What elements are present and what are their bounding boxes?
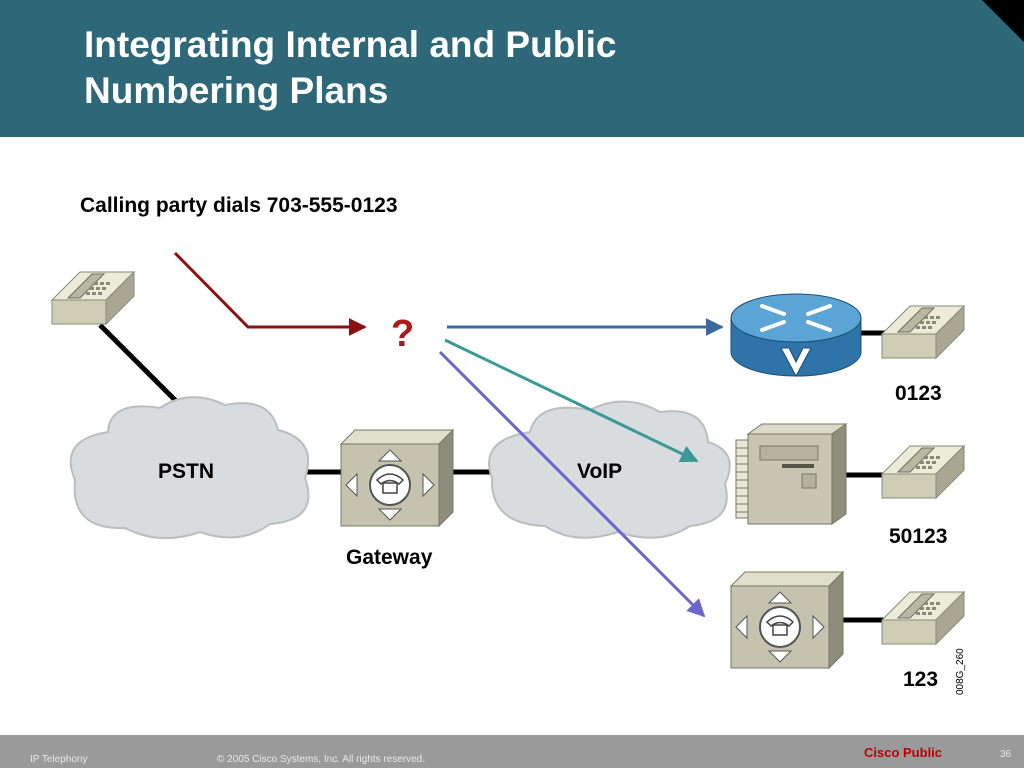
router-phone-icon xyxy=(881,305,965,359)
slide-header: Integrating Internal and Public Numberin… xyxy=(0,0,1024,137)
gateway2-phone-icon xyxy=(881,591,965,645)
slide-title: Integrating Internal and Public Numberin… xyxy=(84,22,616,114)
voip-cloud xyxy=(488,400,731,539)
slide-footer: IP Telephony © 2005 Cisco Systems, Inc. … xyxy=(0,735,1024,768)
voip-label: VoIP xyxy=(577,460,622,483)
title-line-2: Numbering Plans xyxy=(84,70,389,111)
dial-label: Calling party dials 703-555-0123 xyxy=(80,194,398,217)
number-123: 123 xyxy=(903,668,938,691)
footer-classification: Cisco Public xyxy=(864,745,943,760)
title-line-1: Integrating Internal and Public xyxy=(84,24,617,65)
footer-page-number: 36 xyxy=(1000,749,1012,760)
calling-party-phone-icon xyxy=(51,271,135,325)
phone-to-pstn-link xyxy=(98,323,187,412)
pbx-icon xyxy=(735,423,848,525)
pbx-phone-icon xyxy=(881,445,965,499)
header-corner xyxy=(982,0,1024,42)
pstn-cloud xyxy=(69,396,310,540)
question-mark: ? xyxy=(391,313,414,355)
router-icon xyxy=(730,293,862,378)
figure-code: 008G_260 xyxy=(955,648,966,695)
number-50123: 50123 xyxy=(889,525,947,548)
pstn-label: PSTN xyxy=(158,460,214,483)
gateway-icon xyxy=(340,429,454,527)
numbering-plan-diagram: Calling party dials 703-555-0123 ? PSTN … xyxy=(51,194,966,695)
gateway-label: Gateway xyxy=(346,546,433,569)
footer-copyright: © 2005 Cisco Systems, Inc. All rights re… xyxy=(217,754,426,765)
gateway2-arrow xyxy=(438,350,706,618)
pbx-arrow xyxy=(444,338,699,463)
gateway2-icon xyxy=(730,571,844,669)
footer-course: IP Telephony xyxy=(30,754,88,765)
dial-arrow xyxy=(173,251,367,336)
number-0123: 0123 xyxy=(895,382,942,405)
